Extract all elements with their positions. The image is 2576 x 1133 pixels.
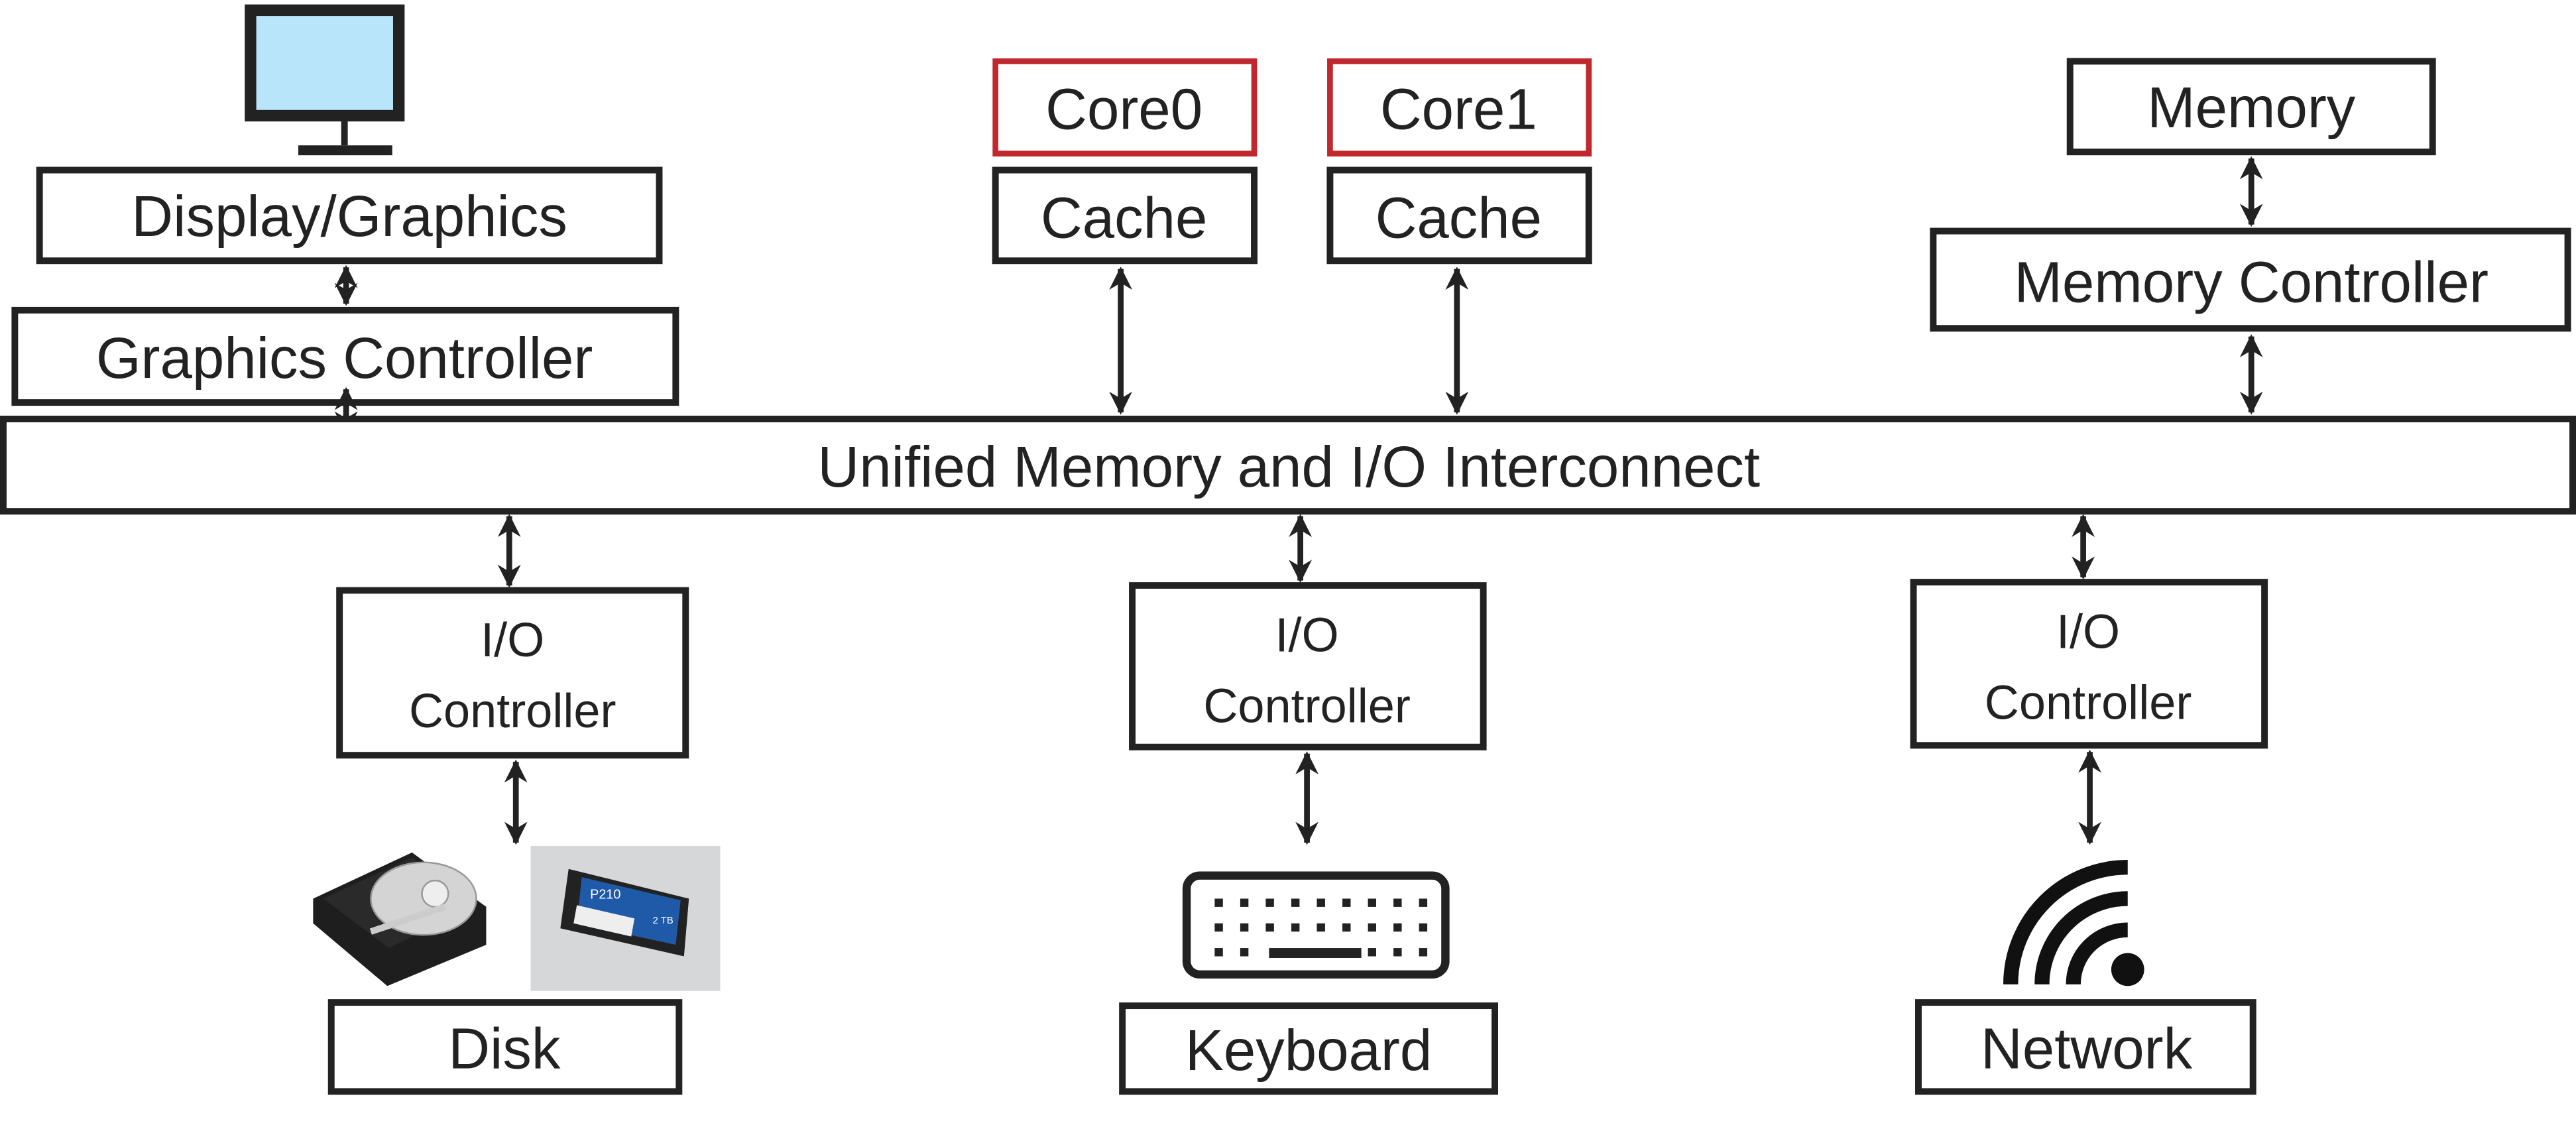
key-dot	[1291, 898, 1300, 907]
key-dot	[1317, 923, 1325, 932]
core0-label: Core0	[1045, 77, 1202, 141]
memory-label: Memory	[2147, 76, 2356, 140]
key-dot	[1214, 923, 1223, 932]
key-dot	[1419, 898, 1428, 907]
key-dot	[1368, 898, 1377, 907]
key-dot	[1240, 948, 1249, 957]
keyboard-box: Keyboard	[1119, 1002, 1498, 1095]
disk-box: Disk	[327, 999, 683, 1095]
ssd-capacity: 2 TB	[653, 916, 673, 926]
key-dot	[1240, 898, 1249, 907]
key-dot	[1368, 923, 1377, 932]
display-graphics-label: Display/Graphics	[131, 184, 567, 249]
key-dot	[1214, 898, 1223, 907]
key-dot	[1291, 923, 1300, 932]
io-line2: Controller	[1985, 676, 2192, 729]
io-line1: I/O	[2056, 606, 2120, 659]
cache1-label: Cache	[1376, 186, 1542, 250]
interconnect-bus: Unified Memory and I/O Interconnect	[0, 416, 2576, 515]
keyboard-label: Keyboard	[1185, 1018, 1432, 1083]
io-line1: I/O	[1275, 609, 1339, 662]
io-controller-disk: I/O Controller	[336, 587, 689, 759]
graphics-controller-box: Graphics Controller	[11, 306, 679, 406]
wifi-icon	[2003, 860, 2144, 986]
cache0-box: Cache	[992, 166, 1258, 265]
key-dot	[1342, 898, 1351, 907]
memory-controller-box: Memory Controller	[1930, 227, 2571, 332]
key-dot	[1393, 923, 1402, 932]
key-dot	[1342, 923, 1351, 932]
key-dot	[1393, 898, 1402, 907]
cache0-label: Cache	[1041, 186, 1207, 250]
key-dot	[1265, 898, 1274, 907]
memory-controller-label: Memory Controller	[2014, 250, 2488, 314]
core0-box: Core0	[992, 58, 1258, 157]
network-box: Network	[1915, 999, 2256, 1095]
hard-drive-photo	[313, 852, 487, 986]
key-dot	[1368, 948, 1377, 957]
io-line2: Controller	[1203, 680, 1411, 733]
key-dot	[1317, 898, 1325, 907]
display-graphics-box: Display/Graphics	[36, 166, 663, 265]
key-dot	[1393, 948, 1402, 957]
io-line1: I/O	[481, 614, 544, 667]
key-dot	[1214, 948, 1223, 957]
graphics-controller-label: Graphics Controller	[96, 326, 593, 390]
key-dot	[1265, 923, 1274, 932]
io-controller-keyboard: I/O Controller	[1129, 582, 1487, 750]
io-line2: Controller	[409, 685, 616, 738]
ssd-model: P210	[590, 887, 620, 902]
ssd-photo: P210 2 TB	[530, 845, 721, 991]
core1-label: Core1	[1380, 77, 1537, 141]
memory-box: Memory	[2066, 58, 2436, 156]
io-controller-network: I/O Controller	[1910, 579, 2268, 749]
disk-label: Disk	[448, 1017, 561, 1081]
key-dot	[1240, 923, 1249, 932]
core1-box: Core1	[1327, 58, 1592, 157]
key-dot	[1419, 948, 1428, 957]
monitor-icon	[245, 4, 405, 156]
key-dot	[1419, 923, 1428, 932]
keyboard-icon	[1182, 871, 1450, 979]
interconnect-label: Unified Memory and I/O Interconnect	[817, 435, 1760, 499]
cache1-box: Cache	[1326, 166, 1592, 265]
network-label: Network	[1981, 1017, 2193, 1081]
